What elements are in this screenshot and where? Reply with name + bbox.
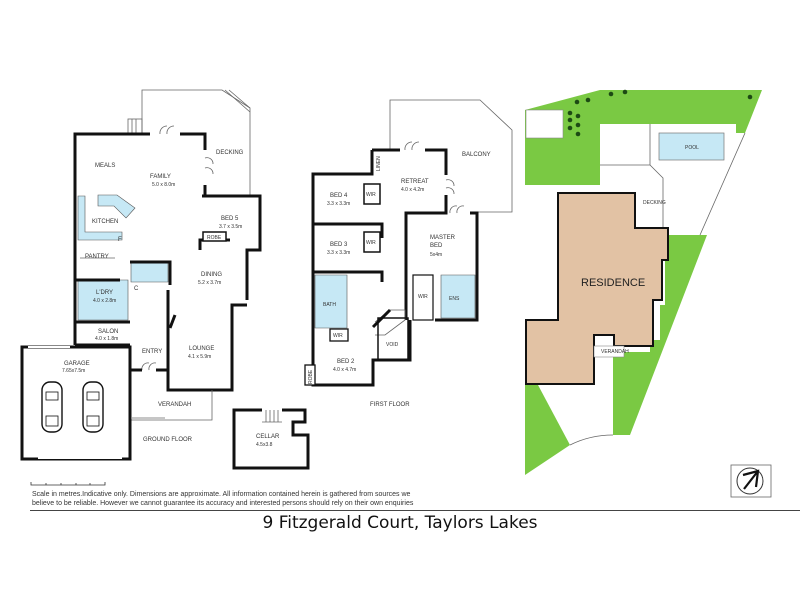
room-dim-family: 5.0 x 8.0m bbox=[152, 182, 175, 188]
room-label-bed2: BED 2 bbox=[337, 359, 355, 365]
room-label-void: VOID bbox=[386, 342, 399, 348]
site-plan: POOL DECKING VERANDAH RESIDENCE bbox=[525, 89, 772, 498]
room-label-decking: DECKING bbox=[216, 150, 244, 156]
divider bbox=[30, 510, 800, 511]
room-label-family: FAMILY bbox=[150, 174, 171, 180]
room-label-salon: SALON bbox=[98, 329, 118, 335]
lawn-area bbox=[525, 90, 762, 185]
room-dim-bed3: 3.3 x 3.3m bbox=[327, 250, 350, 256]
room-label-dining: DINING bbox=[201, 272, 222, 278]
site-decking-label: DECKING bbox=[643, 200, 666, 206]
room-dim-bed4: 3.3 x 3.3m bbox=[327, 201, 350, 207]
wir-label: WIR bbox=[418, 294, 428, 300]
first-floor-title: FIRST FLOOR bbox=[370, 402, 410, 408]
room-label-balcony: BALCONY bbox=[462, 152, 491, 158]
room-label-cellar: CELLAR bbox=[256, 434, 280, 440]
room-label-bed3: BED 3 bbox=[330, 242, 348, 248]
kitchen-bench bbox=[77, 195, 123, 241]
wir-label: WIR bbox=[333, 333, 343, 339]
room-dim-salon: 4.0 x 1.8m bbox=[95, 336, 118, 342]
ensuite-area bbox=[440, 274, 476, 319]
first-floor-plan: BALCONY LINEN RETREAT 4.0 x 4.2m BED 4 3… bbox=[304, 99, 513, 408]
wir-label: WIR bbox=[366, 192, 376, 198]
residence-footprint bbox=[525, 192, 669, 385]
room-dim-retreat: 4.0 x 4.2m bbox=[401, 187, 424, 193]
room-label-verandah: VERANDAH bbox=[158, 402, 191, 408]
car-icon bbox=[41, 381, 63, 433]
room-label-kitchen: KITCHEN bbox=[92, 219, 118, 225]
room-dim-garage: 7.65x7.5m bbox=[62, 368, 85, 374]
room-label-bed4: BED 4 bbox=[330, 193, 348, 199]
room-label-lounge: LOUNGE bbox=[189, 346, 214, 352]
room-label-ens: ENS bbox=[449, 296, 460, 302]
room-label-entry: ENTRY bbox=[142, 349, 162, 355]
property-address-title: 9 Fitzgerald Court, Taylors Lakes bbox=[262, 513, 538, 533]
room-dim-bed5: 3.7 x 3.5m bbox=[219, 224, 242, 230]
tree-icon bbox=[567, 89, 753, 137]
site-verandah-label: VERANDAH bbox=[601, 349, 629, 355]
disclaimer-line-2: believe to be reliable. However we canno… bbox=[32, 500, 414, 507]
fridge-label: F bbox=[118, 237, 122, 243]
robe bbox=[202, 231, 227, 242]
room-dim-dining: 5.2 x 3.7m bbox=[198, 280, 221, 286]
pool-label: POOL bbox=[685, 145, 699, 151]
ground-floor-title: GROUND FLOOR bbox=[143, 437, 193, 443]
ground-floor-plan: MEALS FAMILY 5.0 x 8.0m DECKING KITCHEN … bbox=[20, 89, 262, 461]
room-label-bed5: BED 5 bbox=[221, 216, 239, 222]
room-dim-laundry: 4.0 x 2.8m bbox=[93, 298, 116, 304]
cupboard-label: C bbox=[134, 286, 139, 292]
room-label-master: MASTER bbox=[430, 235, 456, 241]
disclaimer: Scale in metres.Indicative only. Dimensi… bbox=[32, 490, 532, 508]
cellar-plan: CELLAR 4.5x3.8 bbox=[232, 408, 310, 470]
steps bbox=[127, 118, 143, 134]
room-label-garage: GARAGE bbox=[64, 361, 90, 367]
pool bbox=[658, 132, 725, 161]
room-dim-cellar: 4.5x3.8 bbox=[256, 442, 273, 448]
room-label-pantry: PANTRY bbox=[85, 254, 109, 260]
room-label-bath: BATH bbox=[323, 302, 336, 308]
room-label-meals: MEALS bbox=[95, 163, 115, 169]
room-label-master-bed: BED bbox=[430, 243, 443, 249]
car-icon bbox=[82, 381, 104, 433]
room-dim-lounge: 4.1 x 5.9m bbox=[188, 354, 211, 360]
robe-label: ROBE bbox=[308, 369, 314, 384]
room-label-retreat: RETREAT bbox=[401, 179, 429, 185]
north-arrow-icon bbox=[730, 464, 772, 498]
room-label-laundry: L'DRY bbox=[96, 290, 113, 296]
room-dim-bed2: 4.0 x 4.7m bbox=[333, 367, 356, 373]
scale-bar bbox=[30, 482, 106, 486]
disclaimer-line-1: Scale in metres.Indicative only. Dimensi… bbox=[32, 491, 411, 498]
decking-outline bbox=[141, 89, 251, 195]
residence-label: RESIDENCE bbox=[581, 277, 645, 289]
room-dim-master: 5x4m bbox=[430, 252, 442, 258]
powder-room bbox=[130, 261, 169, 283]
linen-label: LINEN bbox=[376, 156, 382, 171]
room-label-robe: ROBE bbox=[207, 235, 222, 241]
wir-label: WIR bbox=[366, 240, 376, 246]
bathroom-area bbox=[314, 274, 348, 329]
kitchen-island bbox=[97, 194, 136, 219]
